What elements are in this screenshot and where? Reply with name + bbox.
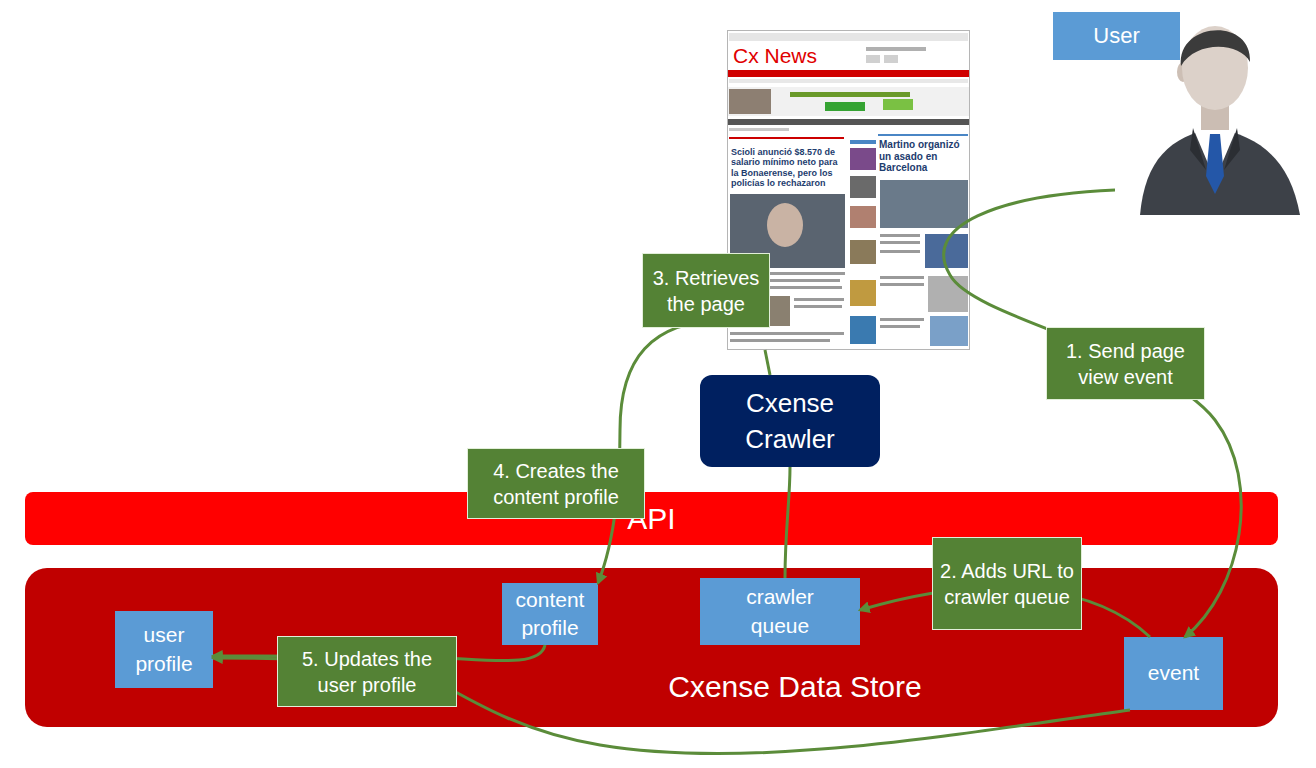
ticker-bar — [727, 119, 970, 125]
thumbnail — [850, 206, 876, 228]
text-line — [730, 339, 830, 342]
ad-image — [729, 89, 771, 114]
news-headline: Scioli anunció $8.570 de salario mínimo … — [731, 147, 845, 188]
thumbnail — [850, 240, 876, 264]
hair — [1181, 30, 1250, 66]
thumbnail — [850, 176, 876, 198]
column-rule — [729, 137, 844, 139]
api-band: API — [25, 492, 1278, 545]
data-store: Cxense Data Store user profile content pro… — [25, 568, 1278, 727]
news-headline: Martino organizó un asado en Barcelona — [879, 139, 969, 174]
text-line — [880, 283, 924, 286]
thumbnail — [850, 148, 876, 170]
ad-text — [790, 92, 910, 97]
column-rule — [850, 140, 876, 144]
top-nav — [729, 33, 968, 41]
crawler-box: Cxense Crawler — [700, 375, 880, 467]
store-box: event — [1124, 637, 1223, 710]
actor-label: User — [1053, 12, 1180, 60]
flow-line — [785, 467, 790, 578]
crawler-label: Cxense Crawler — [720, 385, 860, 458]
button-mark — [866, 55, 880, 63]
suit-lapel — [1190, 128, 1206, 170]
thumbnail — [850, 316, 876, 344]
news-photo — [880, 180, 968, 228]
store-label: Cxense Data Store — [585, 670, 1005, 704]
photo-face — [767, 203, 803, 247]
store-box-label: content profile — [505, 586, 595, 643]
suit-body — [1140, 128, 1300, 215]
news-photo — [930, 316, 968, 346]
store-box: content profile — [502, 583, 598, 645]
text-line — [880, 318, 924, 321]
section-bar — [727, 70, 970, 77]
actor-node: User — [1053, 12, 1300, 190]
step-label: 5. Updates the user profile — [277, 636, 457, 707]
step-label: 2. Adds URL to crawler queue — [932, 537, 1082, 630]
store-box-label: event — [1148, 659, 1199, 687]
suit-lapel — [1224, 128, 1240, 170]
step-label: 4. Creates the content profile — [467, 448, 645, 519]
text-line — [794, 298, 844, 301]
store-box-label: crawler queue — [730, 583, 830, 640]
necktie — [1206, 134, 1224, 194]
site-logo: Cx News — [733, 44, 817, 68]
flow-line — [765, 350, 770, 375]
text-line — [880, 276, 924, 279]
store-box-label: user profile — [124, 621, 204, 678]
step-label: 1. Send page view event — [1046, 327, 1205, 400]
text-line — [880, 241, 920, 244]
sub-nav — [729, 79, 968, 83]
text-line — [880, 325, 920, 328]
store-box: crawler queue — [700, 578, 860, 645]
ad-button — [825, 102, 865, 111]
button-mark — [884, 55, 898, 63]
news-photo — [928, 276, 968, 312]
text-line — [729, 128, 789, 131]
ad-logo — [883, 99, 913, 110]
text-line — [794, 305, 842, 308]
text-line — [866, 47, 926, 51]
thumbnail — [850, 280, 876, 306]
text-line — [880, 250, 920, 253]
column-rule — [878, 134, 968, 136]
text-line — [880, 234, 920, 237]
step-label: 3. Retrieves the page — [642, 253, 770, 328]
ad-banner — [727, 87, 970, 116]
store-box: user profile — [115, 611, 213, 688]
text-line — [730, 332, 844, 335]
